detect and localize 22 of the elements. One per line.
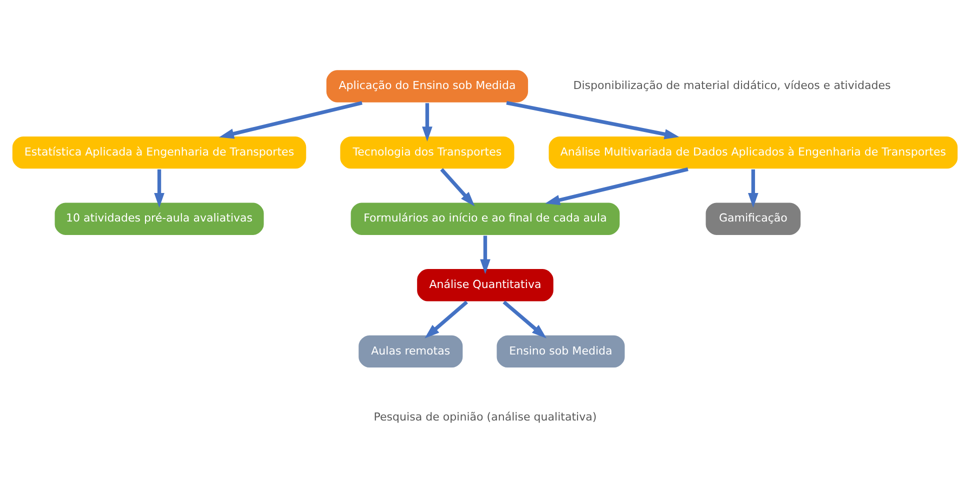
arrow bbox=[422, 103, 432, 142]
arrow bbox=[154, 169, 164, 208]
arrow bbox=[502, 300, 547, 338]
arrow bbox=[748, 169, 758, 208]
node-box: Aplicação do Ensino sob Medida bbox=[325, 69, 529, 104]
arrow bbox=[440, 168, 475, 206]
node-box: Gamificação bbox=[704, 202, 802, 236]
node-box: Análise Quantitativa bbox=[416, 268, 554, 302]
node-box: Formulários ao início e ao final de cada aula bbox=[350, 202, 621, 236]
arrow bbox=[480, 236, 490, 274]
arrow bbox=[219, 101, 362, 139]
arrow bbox=[545, 167, 688, 206]
label: Disponibilização de material didático, vídeos e atividades bbox=[573, 79, 891, 92]
arrow bbox=[424, 300, 468, 338]
arrow bbox=[506, 101, 680, 140]
node-box: 10 atividades pré-aula avaliativas bbox=[54, 202, 265, 236]
node-box: Ensino sob Medida bbox=[496, 334, 626, 368]
node-box: Estatística Aplicada à Engenharia de Transportes bbox=[11, 136, 308, 170]
label: Pesquisa de opinião (análise qualitativa) bbox=[374, 410, 597, 424]
node-box: Aulas remotas bbox=[358, 334, 464, 368]
node-box: Análise Multivariada de Dados Aplicados à Engenharia de Transportes bbox=[548, 136, 959, 170]
node-box: Tecnologia dos Transportes bbox=[339, 136, 516, 170]
